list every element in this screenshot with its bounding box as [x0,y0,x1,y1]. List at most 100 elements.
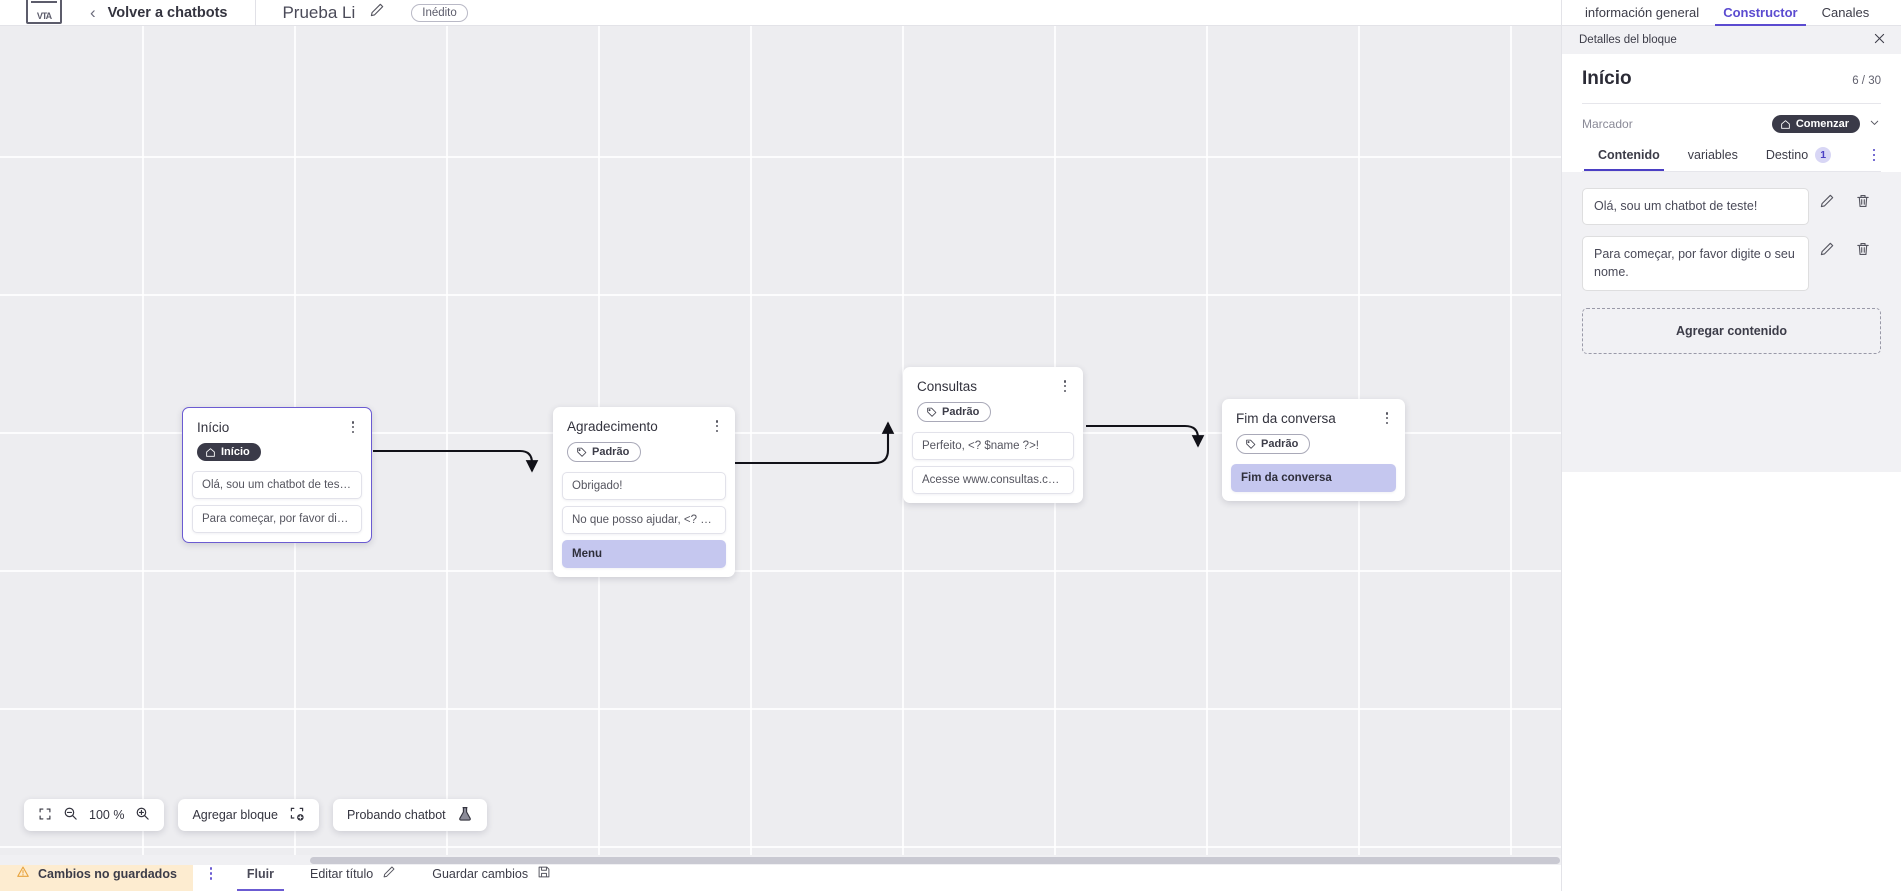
node-badge-label: Início [221,446,250,458]
node-messages: Perfeito, <? $name ?>! Acesse www.consul… [903,432,1083,503]
node-messages: Obrigado! No que posso ajudar, <? $name … [553,472,735,577]
flow-canvas[interactable]: Início Início Olá, sou um chatbot de tes… [0,26,1561,865]
unsaved-changes-label: Cambios no guardados [38,866,177,881]
tab-destino-label: Destino [1765,148,1809,162]
close-icon[interactable] [1872,31,1887,49]
flow-node-consultas[interactable]: Consultas Padrão Perfeito, <? $name ?>! … [903,367,1083,503]
content-tabs: Contenido variables Destino 1 [1582,147,1881,172]
node-message-accent[interactable]: Fim da conversa [1231,464,1396,492]
node-header: Consultas [903,367,1083,394]
block-count: 6 / 30 [1852,75,1881,87]
node-badge[interactable]: Padrão [567,442,642,462]
test-chatbot-button[interactable]: Probando chatbot [332,799,487,831]
flow-node-inicio[interactable]: Início Início Olá, sou um chatbot de tes… [182,407,372,543]
content-item-text[interactable]: Olá, sou um chatbot de teste! [1582,188,1809,226]
tab-contenido-label: Contenido [1598,148,1660,162]
tag-icon [926,407,937,418]
tab-destino[interactable]: Destino 1 [1752,147,1845,171]
panel-header-label: Detalles del bloque [1579,34,1677,46]
content-item: Para começar, por favor digite o seu nom… [1582,236,1881,291]
node-badge[interactable]: Início [197,443,261,461]
divider [255,0,257,30]
tab-constructor[interactable]: Constructor [1711,5,1809,26]
tab-contenido[interactable]: Contenido [1584,148,1674,171]
node-message[interactable]: Olá, sou um chatbot de teste! [192,471,362,499]
flow-node-fim-da-conversa[interactable]: Fim da conversa Padrão Fim da conversa [1222,399,1405,501]
node-message[interactable]: Acesse www.consultas.com par... [912,466,1074,494]
canvas-toolbar: 100 % Agregar bloque Pro [24,799,487,831]
trash-icon[interactable] [1845,241,1881,257]
marcador-control: Comenzar [1771,115,1881,133]
node-title: Início [197,420,230,435]
tab-canales[interactable]: Canales [1821,5,1870,20]
document-title: Prueba Li [282,2,356,22]
flow-edges [373,421,1205,473]
scrollbar-thumb[interactable] [310,857,1560,864]
node-menu-button[interactable] [710,418,724,434]
marcador-badge-label: Comenzar [1795,118,1849,130]
node-header: Agradecimento [553,407,735,434]
node-title: Agradecimento [567,419,658,434]
chevron-down-icon[interactable] [1868,116,1881,132]
flask-icon [457,806,473,825]
add-block-icon [289,806,305,825]
node-message[interactable]: Para começar, por favor digite o ... [192,505,362,533]
panel-body: Início 6 / 30 Marcador Comenzar [1562,54,1901,172]
marcador-badge[interactable]: Comenzar [1771,115,1860,133]
node-message[interactable]: Perfeito, <? $name ?>! [912,432,1074,460]
edit-title-label: Editar título [310,866,374,881]
app-logo[interactable]: VTA [26,0,62,24]
divider [1582,103,1881,104]
add-content-button[interactable]: Agregar contenido [1582,307,1881,354]
add-block-button[interactable]: Agregar bloque [178,799,319,831]
node-menu-button[interactable] [1380,410,1394,426]
content-list: Olá, sou um chatbot de teste! Par [1562,172,1901,472]
top-bar: VTA ‹ Volver a chatbots Prueba Li Inédit… [0,0,1561,30]
content-tabs-menu-button[interactable] [1867,148,1882,170]
zoom-in-icon[interactable] [135,806,150,824]
marcador-label: Marcador [1582,117,1633,131]
statusbar-menu-button[interactable] [193,856,229,891]
block-title: Início [1582,68,1632,89]
node-badge-row: Padrão [903,394,1083,432]
flow-node-agradecimento[interactable]: Agradecimento Padrão Obrigado! No que po… [553,407,735,577]
node-badge-label: Padrão [592,446,630,458]
zoom-controls: 100 % [24,799,165,831]
right-panel: información general Constructor Canales … [1561,0,1901,891]
status-badge: Inédito [411,3,468,22]
horizontal-scrollbar[interactable] [0,855,1561,865]
tab-variables-label: variables [1687,148,1738,162]
tab-variables[interactable]: variables [1674,148,1752,170]
zoom-level: 100 % [89,808,125,822]
save-changes-button[interactable]: Guardar cambios [414,856,569,891]
tab-fluir[interactable]: Fluir [229,856,292,891]
warning-triangle-icon [16,865,30,882]
chevron-left-icon[interactable]: ‹ [90,3,96,22]
node-badge-label: Padrão [1261,438,1299,450]
node-message[interactable]: Obrigado! [562,472,726,500]
pencil-icon[interactable] [1809,193,1845,209]
edit-title-button[interactable]: Editar título [292,856,414,891]
pencil-icon[interactable] [1809,241,1845,257]
tag-icon [1245,439,1256,450]
node-menu-button[interactable] [1058,378,1072,394]
node-title: Consultas [917,379,978,394]
node-menu-button[interactable] [346,419,360,435]
tag-icon [576,447,587,458]
pencil-icon[interactable] [369,2,385,23]
node-messages: Olá, sou um chatbot de teste! Para começ… [183,471,371,542]
tab-informacion-general[interactable]: información general [1585,5,1700,20]
node-badge[interactable]: Padrão [1236,434,1311,454]
trash-icon[interactable] [1845,193,1881,209]
node-badge[interactable]: Padrão [917,402,992,422]
block-title-row: Início 6 / 30 [1582,68,1881,90]
fit-screen-icon[interactable] [38,807,52,824]
content-item-text[interactable]: Para começar, por favor digite o seu nom… [1582,236,1809,291]
node-header: Início [183,408,371,435]
back-to-chatbots-link[interactable]: Volver a chatbots [107,4,228,21]
node-badge-row: Padrão [553,434,735,472]
node-message[interactable]: No que posso ajudar, <? $name ... [562,506,726,534]
node-message-accent[interactable]: Menu [562,540,726,568]
zoom-out-icon[interactable] [63,806,78,824]
test-chatbot-label: Probando chatbot [346,808,446,822]
